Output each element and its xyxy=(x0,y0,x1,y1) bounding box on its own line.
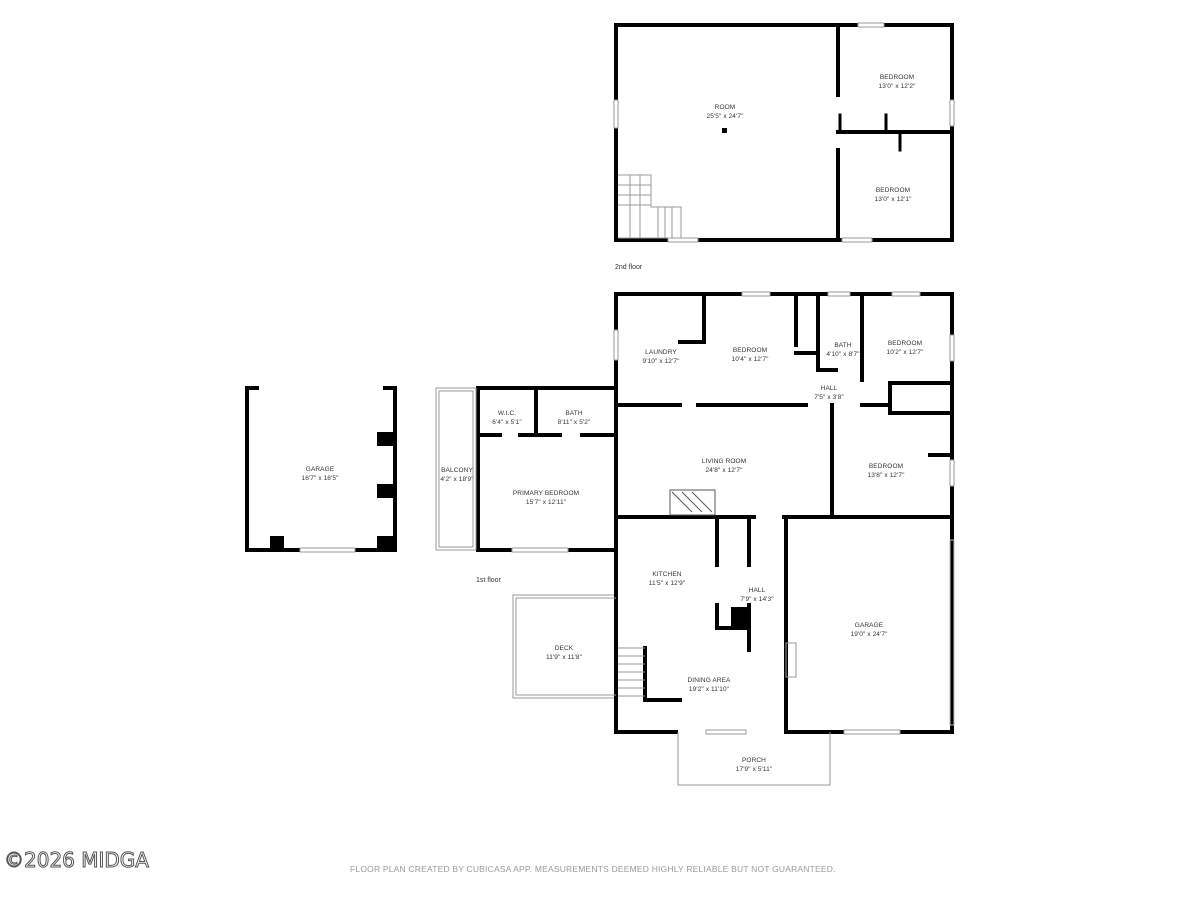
first-floor-walls xyxy=(245,292,954,734)
copyright-watermark: ©2026 MIDGA xyxy=(4,848,150,873)
balcony-outline xyxy=(435,387,477,551)
second-floor-walls xyxy=(614,23,954,242)
floor-label-1st: 1st floor xyxy=(476,577,501,584)
floor-label-2nd: 2nd floor xyxy=(615,264,643,271)
room-label-wic: W.I.C.6'4" x 5'1" xyxy=(492,410,522,426)
porch-outline xyxy=(677,732,831,786)
structural-blocks xyxy=(270,128,749,627)
deck-outline xyxy=(512,594,614,699)
disclaimer-text: FLOOR PLAN CREATED BY CUBICASA APP. MEAS… xyxy=(350,864,836,874)
